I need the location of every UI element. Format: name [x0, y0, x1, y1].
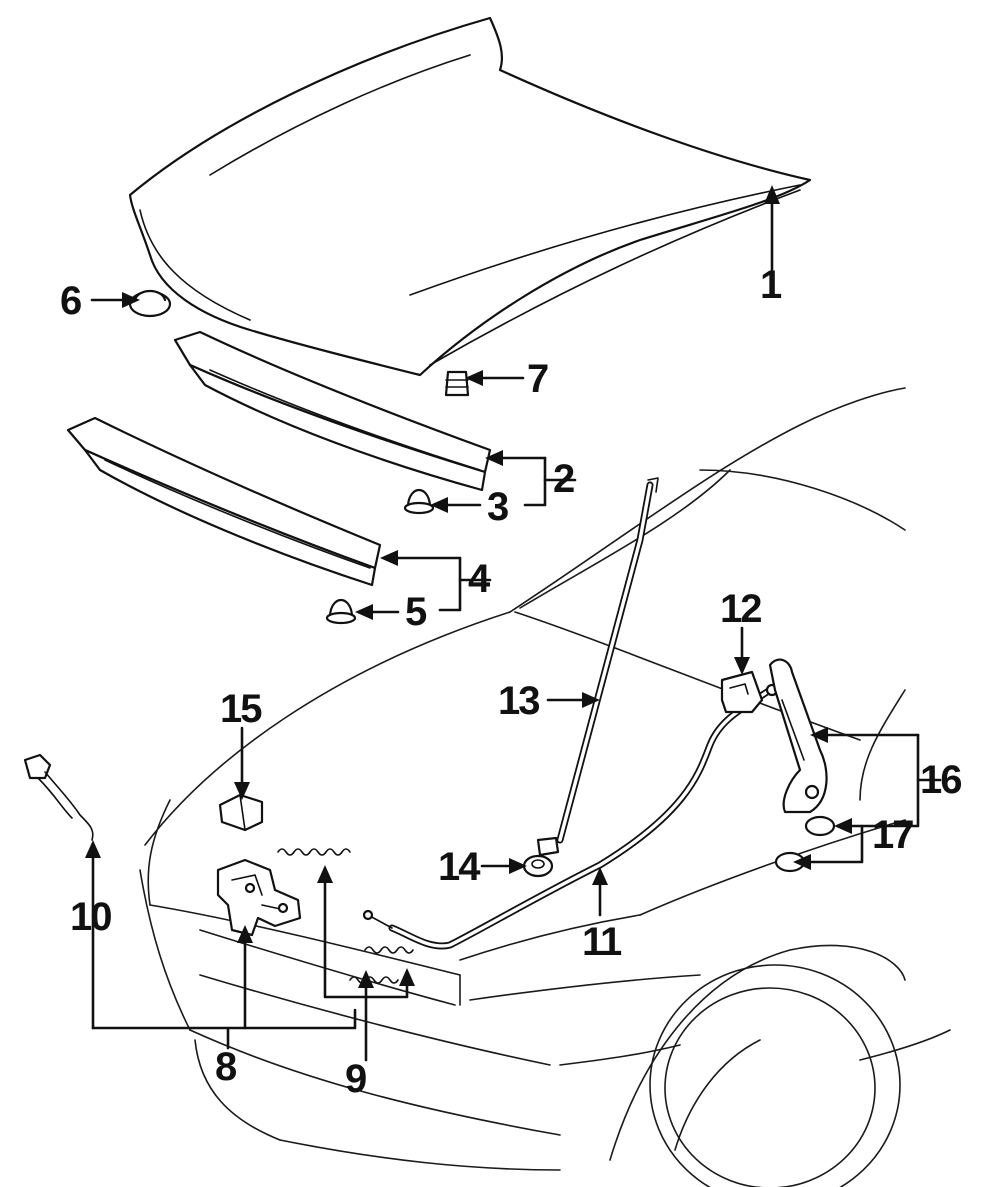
grommet — [522, 854, 554, 878]
hood-seal-lower — [66, 416, 382, 587]
callout-15: 15 — [220, 687, 262, 731]
lock-assembly — [216, 858, 302, 937]
callout-labels: 1 2 3 4 5 6 7 8 9 10 11 12 13 14 15 16 1… — [60, 263, 963, 1101]
hinge-bushings — [774, 815, 836, 873]
hinge — [768, 658, 828, 814]
callout-12: 12 — [720, 587, 761, 631]
handle-bracket — [720, 670, 764, 714]
callout-3: 3 — [487, 485, 508, 529]
release-cable — [362, 683, 779, 950]
callout-5: 5 — [405, 590, 427, 634]
callout-13: 13 — [498, 679, 539, 723]
callout-10: 10 — [70, 895, 111, 939]
lock-switch — [23, 753, 94, 841]
springs — [277, 848, 414, 984]
callout-2: 2 — [553, 457, 574, 501]
callout-1: 1 — [760, 263, 782, 307]
callout-17: 17 — [872, 813, 913, 857]
seal-clip-upper — [403, 488, 435, 515]
lock-bracket — [218, 793, 264, 832]
hood-cushion — [444, 370, 470, 397]
leader-lines — [85, 185, 942, 1062]
support-rod — [536, 477, 659, 857]
callout-16: 16 — [920, 758, 961, 802]
callout-8: 8 — [215, 1045, 237, 1089]
car-body-outline — [139, 387, 951, 1187]
callout-4: 4 — [468, 557, 491, 601]
callout-7: 7 — [527, 357, 548, 401]
callout-11: 11 — [582, 920, 622, 964]
callout-14: 14 — [438, 845, 481, 889]
hood-bumper — [128, 289, 172, 318]
hood-seal-upper — [173, 330, 492, 492]
seal-clip-lower — [325, 598, 357, 625]
callout-9: 9 — [345, 1057, 366, 1101]
callout-6: 6 — [60, 279, 81, 323]
hood-panel — [128, 16, 812, 377]
